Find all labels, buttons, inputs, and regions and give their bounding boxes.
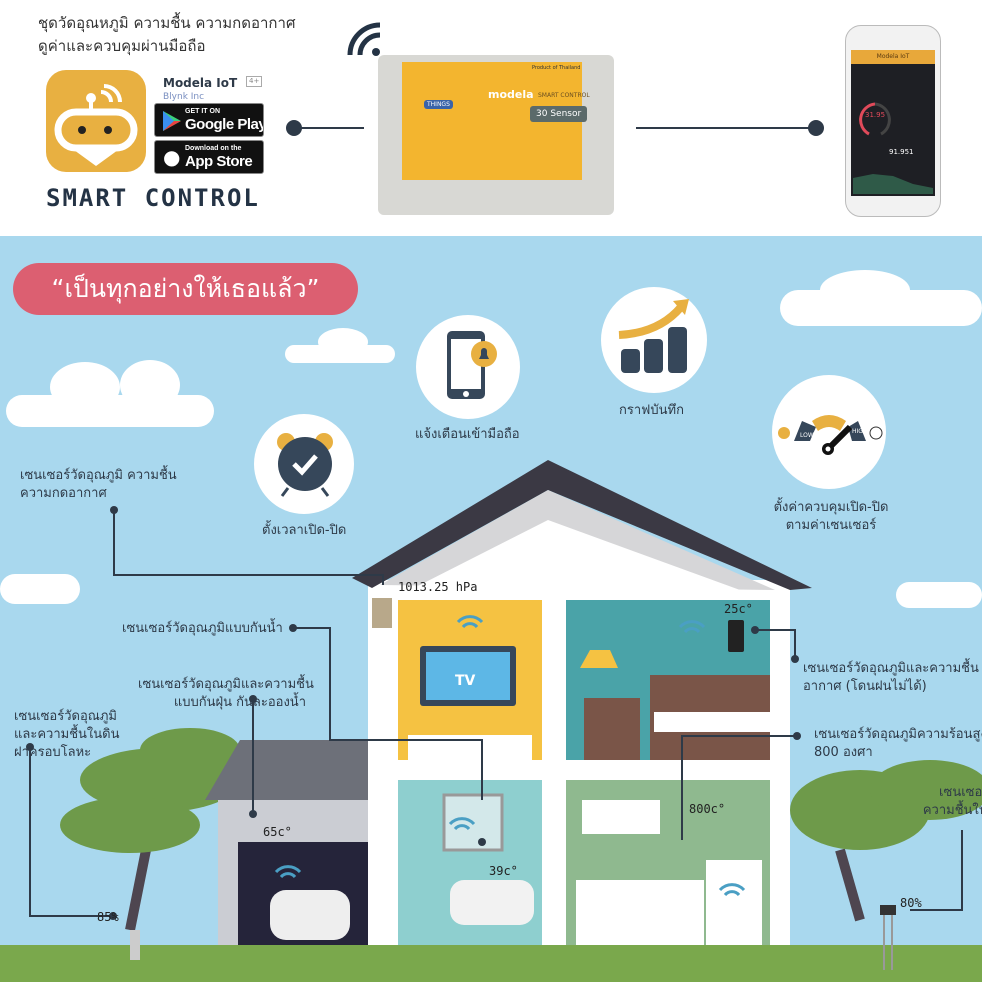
feature-label: กราฟบันทึก bbox=[619, 403, 684, 418]
sensor-label-air: เซนเซอร์วัดอุณภูมิและความชื้นอากาศ (โดนฝ… bbox=[803, 661, 979, 694]
cloud bbox=[120, 360, 180, 410]
chart-feature bbox=[601, 287, 707, 393]
house-illustration bbox=[0, 460, 982, 982]
cloud bbox=[896, 582, 982, 608]
timer-feature bbox=[254, 414, 354, 514]
sensor-label-soil: เซนเซอร์วัดความชื้นในดิน bbox=[922, 785, 982, 818]
tv-label: TV bbox=[455, 673, 476, 689]
app-store-button[interactable]: ● Download on the App Store bbox=[154, 140, 264, 174]
brand-title: SMART CONTROL bbox=[46, 184, 260, 212]
google-play-button[interactable]: GET IT ON Google Play bbox=[154, 103, 264, 137]
device-panel: Product of Thailand THINGS modela SMART … bbox=[402, 62, 590, 180]
air-value: 25c° bbox=[724, 602, 753, 616]
app-icon[interactable] bbox=[46, 70, 146, 172]
growth-chart-icon bbox=[618, 299, 689, 373]
apple-icon: ● bbox=[163, 145, 181, 169]
gauge-high-label: HIGH bbox=[852, 428, 867, 435]
intro-text: ชุดวัดอุณหภูมิ ความชื้น ความกดอากาศ ดูค่… bbox=[38, 14, 296, 55]
phone-chart bbox=[853, 174, 933, 194]
cloud bbox=[318, 328, 368, 356]
feature-label: ตั้งค่าควบคุมเปิด-ปิด ตามค่าเซนเซอร์ bbox=[773, 500, 889, 533]
cloud bbox=[0, 574, 80, 604]
feature-label: แจ้งเตือนเข้ามือถือ bbox=[415, 427, 520, 442]
cloud bbox=[50, 362, 120, 412]
gauge-low-label: LOW bbox=[800, 432, 814, 439]
sensor-label-soil-metal: เซนเซอร์วัดอุณภูมิและความชื้นในดินฝาครอบ… bbox=[14, 709, 120, 760]
feature-label: ตั้งเวลาเปิด-ปิด bbox=[262, 523, 347, 538]
sensor-label-dustproof: เซนเซอร์วัดอุณภูมิและความชื้นแบบกันฝุ่น … bbox=[138, 677, 314, 710]
connection-lines bbox=[286, 22, 824, 136]
google-play-icon bbox=[163, 111, 181, 131]
waterproof-value: 39c° bbox=[489, 864, 518, 878]
app-name: Modela IoT bbox=[163, 76, 238, 90]
high-temp-value: 800c° bbox=[689, 802, 726, 816]
soil-value: 80% bbox=[900, 896, 922, 910]
rating-badge: 4+ bbox=[246, 76, 263, 87]
phone-screen: Modela IoT 31.95 91.951 bbox=[851, 50, 935, 196]
dustproof-value: 65c° bbox=[263, 825, 292, 839]
gauge-ring bbox=[859, 102, 891, 136]
phone-notification-icon bbox=[447, 331, 497, 399]
pressure-value: 1013.25 hPa bbox=[398, 580, 478, 594]
wifi-icon bbox=[347, 22, 381, 56]
cloud bbox=[820, 270, 910, 310]
robot-icon bbox=[54, 84, 138, 166]
alarm-clock-icon bbox=[277, 433, 333, 497]
gauge-icon: LOW HIGH bbox=[778, 415, 883, 455]
soil-metal-value: 85% bbox=[97, 910, 119, 924]
app-developer: Blynk Inc bbox=[163, 92, 205, 102]
sensor-label-waterproof: เซนเซอร์วัดอุณภูมิแบบกันน้ำ bbox=[122, 621, 283, 636]
sensor-label-pressure: เซนเซอร์วัดอุณภูมิ ความชื้นความกดอากาศ bbox=[20, 468, 177, 501]
gauge-feature: LOW HIGH bbox=[772, 375, 886, 489]
notification-feature bbox=[416, 315, 520, 419]
slogan-banner: “เป็นทุกอย่างให้เธอแล้ว” bbox=[13, 263, 358, 315]
